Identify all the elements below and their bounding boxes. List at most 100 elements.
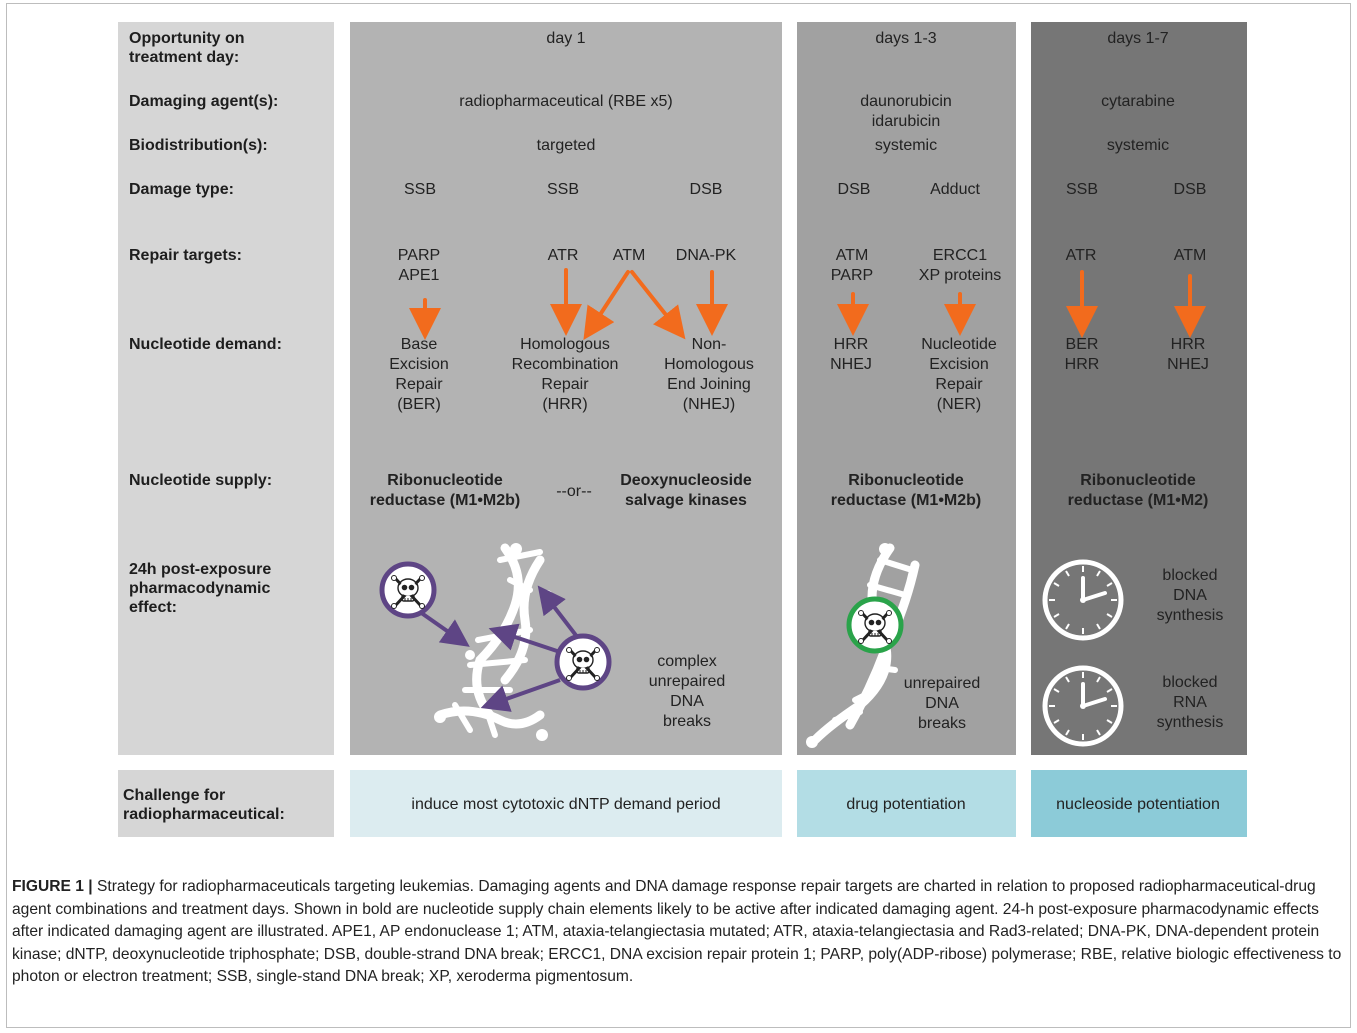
day1-heading: day 1 (546, 30, 586, 47)
day1-supply-ribonucleotide-reductase: Ribonucleotide reductase (M1•M2b) (370, 471, 521, 511)
effect-line: DNA (1173, 587, 1207, 604)
supply-line: Deoxynucleoside (620, 472, 752, 489)
demand-line: Base (400, 336, 438, 353)
repair-arrows-days1-3 (837, 292, 976, 336)
effect-line: blocked (1162, 567, 1218, 584)
days17-target-atm: ATM (1173, 247, 1207, 264)
days13-agents: daunorubicin idarubicin (860, 92, 952, 132)
day1-column (350, 22, 782, 755)
days13-target-atm-parp: ATM PARP (831, 246, 873, 286)
days17-biodistribution: systemic (1106, 137, 1170, 154)
demand-line: HRR (833, 336, 869, 353)
demand-line: Repair (395, 376, 443, 393)
supply-line: Ribonucleotide (848, 472, 964, 489)
day1-damage-dsb: DSB (689, 181, 723, 198)
day1-target-dnapk: DNA-PK (675, 247, 737, 264)
row-label-line: treatment day: (129, 49, 240, 66)
row-label-column (118, 22, 334, 755)
supply-line: reductase (M1•M2) (1067, 492, 1209, 509)
row-label-line: Opportunity on (129, 30, 245, 47)
days1-3-column (797, 22, 1016, 755)
figure-caption: FIGURE 1 | Strategy for radiopharmaceuti… (12, 876, 1342, 989)
demand-line: Repair (541, 376, 589, 393)
days13-challenge: drug potentiation (846, 796, 966, 813)
demand-line: Non- (691, 336, 727, 353)
supply-line: Ribonucleotide (1080, 472, 1196, 489)
day1-challenge: induce most cytotoxic dNTP demand period (411, 796, 721, 813)
days17-challenge: nucleoside potentiation (1056, 796, 1220, 813)
day1-agent: radiopharmaceutical (RBE x5) (459, 93, 673, 110)
row-label-line: 24h post-exposure (129, 561, 272, 578)
day1-target-atm: ATM (612, 247, 646, 264)
effect-line: complex (657, 653, 717, 670)
demand-line: End Joining (667, 376, 751, 393)
days13-supply: Ribonucleotide reductase (M1•M2b) (831, 471, 982, 511)
row-label-opportunity: Opportunity on treatment day: (129, 29, 245, 67)
days13-target-ercc1-xp: ERCC1 XP proteins (919, 246, 1001, 286)
day1-demand-hrr: Homologous Recombination Repair (HRR) (512, 335, 619, 415)
effect-line: unrepaired (903, 675, 981, 692)
supply-line: salvage kinases (625, 492, 747, 509)
day1-demand-ber: Base Excision Repair (BER) (389, 335, 449, 415)
demand-line: Recombination (511, 356, 619, 373)
demand-line: Homologous (664, 356, 754, 373)
caption-text: Strategy for radiopharmaceuticals target… (12, 878, 1342, 985)
days17-damage-dsb: DSB (1173, 181, 1207, 198)
supply-line: Ribonucleotide (387, 472, 503, 489)
day1-supply-or: --or-- (556, 483, 592, 500)
effect-line: breaks (917, 715, 967, 732)
challenge-days1-7-cell (1031, 770, 1247, 837)
supply-line: reductase (M1•M2b) (830, 492, 982, 509)
effect-line: DNA (670, 693, 704, 710)
agent-line: daunorubicin (860, 93, 952, 110)
row-label-line: pharmacodynamic (129, 580, 271, 597)
effect-line: DNA (925, 695, 959, 712)
days13-heading: days 1-3 (875, 30, 937, 47)
days13-damage-dsb: DSB (837, 181, 871, 198)
target-line: XP proteins (918, 267, 1002, 284)
days17-demand-hrr-nhej: HRR NHEJ (1167, 335, 1209, 375)
challenge-days1-3-cell (797, 770, 1016, 837)
days13-demand-hrr-nhej: HRR NHEJ (830, 335, 872, 375)
demand-line: Excision (389, 356, 449, 373)
days13-effect-text: unrepaired DNA breaks (904, 674, 981, 734)
target-line: PARP (830, 267, 874, 284)
days17-heading: days 1-7 (1107, 30, 1169, 47)
demand-line: (BER) (397, 396, 441, 413)
days17-target-atr: ATR (1065, 247, 1097, 264)
days17-agent: cytarabine (1101, 93, 1175, 110)
days17-effect-rna-text: blocked RNA synthesis (1157, 673, 1224, 733)
row-label-repair-targets: Repair targets: (129, 247, 242, 264)
demand-line: NHEJ (830, 356, 872, 373)
agent-line: idarubicin (871, 113, 941, 130)
challenge-label-cell (118, 770, 334, 837)
demand-line: HRR (1064, 356, 1100, 373)
demand-line: HRR (1170, 336, 1206, 353)
demand-line: BER (1065, 336, 1099, 353)
day1-target-parp-ape1: PARP APE1 (398, 246, 440, 286)
days17-supply: Ribonucleotide reductase (M1•M2) (1068, 471, 1209, 511)
row-label-damage-type: Damage type: (129, 181, 234, 198)
row-label-nucleotide-supply: Nucleotide supply: (129, 472, 273, 489)
day1-effect-text: complex unrepaired DNA breaks (649, 652, 726, 732)
demand-line: (NER) (936, 396, 982, 413)
skull-icon-days1-3 (846, 596, 904, 654)
effect-line: RNA (1173, 694, 1207, 711)
day1-demand-nhej: Non- Homologous End Joining (NHEJ) (664, 335, 754, 415)
skull-icon-day1-b (554, 633, 612, 691)
target-line: ATM (835, 247, 869, 264)
skull-icon-day1-a (379, 561, 437, 619)
days13-damage-adduct: Adduct (930, 181, 980, 198)
day1-damage-ssb-2: SSB (546, 181, 580, 198)
row-label-challenge: Challenge for radiopharmaceutical: (123, 786, 285, 824)
effect-line: synthesis (1156, 607, 1224, 624)
demand-line: (HRR) (542, 396, 588, 413)
clock-icon-dna-synthesis (1042, 559, 1124, 641)
effect-line: synthesis (1156, 714, 1224, 731)
row-label-line: radiopharmaceutical: (123, 806, 285, 823)
damage-arrows-day1 (418, 585, 580, 712)
demand-line: (NHEJ) (682, 396, 736, 413)
target-line: APE1 (398, 267, 440, 284)
demand-line: NHEJ (1167, 356, 1209, 373)
day1-biodistribution: targeted (536, 137, 596, 154)
